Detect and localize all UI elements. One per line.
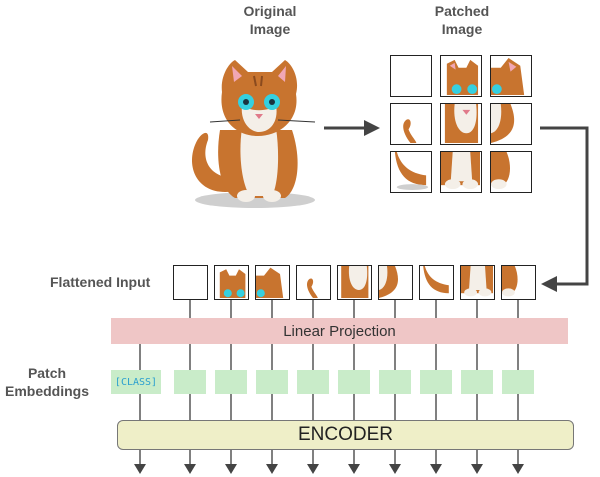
patch-embedding-4 <box>297 370 329 394</box>
linear-projection-label: Linear Projection <box>283 322 396 340</box>
flat-patch-3 <box>255 265 290 300</box>
flat-patch-6 <box>378 265 413 300</box>
flattened-input-label: Flattened Input <box>50 274 151 290</box>
patch-1-3 <box>490 55 532 97</box>
patch-embedding-2 <box>215 370 247 394</box>
linear-projection-bar: Linear Projection <box>111 318 568 344</box>
encoder-block: ENCODER <box>117 420 574 450</box>
patch-embedding-3 <box>256 370 288 394</box>
class-token-label: [CLASS] <box>114 376 158 388</box>
flat-patch-5 <box>337 265 372 300</box>
output-arrowheads <box>134 464 524 474</box>
patch-embedding-9 <box>502 370 534 394</box>
arrow-to-patched <box>324 120 380 136</box>
patch-embedding-5 <box>338 370 370 394</box>
patched-image-title: Patched Image <box>434 3 490 37</box>
patch-embedding-8 <box>461 370 493 394</box>
patch-2-1 <box>390 103 432 145</box>
flat-patch-1 <box>173 265 208 300</box>
class-token: [CLASS] <box>111 370 161 394</box>
patch-1-2 <box>440 55 482 97</box>
patch-embeddings-label: Patch Embeddings <box>4 365 89 399</box>
connector-arrow <box>540 126 589 292</box>
patch-3-2 <box>440 151 482 193</box>
patch-embedding-6 <box>379 370 411 394</box>
patch-2-2 <box>440 103 482 145</box>
flat-patch-4 <box>296 265 331 300</box>
encoder-label: ENCODER <box>297 424 393 445</box>
patch-embedding-7 <box>420 370 452 394</box>
patch-3-1 <box>390 151 432 193</box>
patch-embedding-1 <box>174 370 206 394</box>
patch-1-1 <box>390 55 432 97</box>
flat-patch-9 <box>501 265 536 300</box>
original-cat-image <box>192 60 316 208</box>
patch-2-3 <box>490 103 532 145</box>
flat-patch-8 <box>460 265 495 300</box>
flat-patch-7 <box>419 265 454 300</box>
patch-3-3 <box>490 151 532 193</box>
original-image-title: Original Image <box>243 3 297 37</box>
flat-patch-2 <box>214 265 249 300</box>
